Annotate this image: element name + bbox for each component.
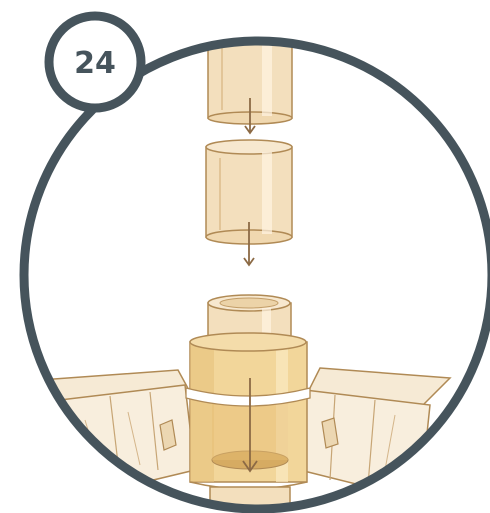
step-number: 24 (74, 46, 116, 81)
left-wood-frame (40, 370, 195, 500)
step-badge: 24 (49, 16, 141, 108)
sleeve-cylinder (190, 333, 307, 489)
